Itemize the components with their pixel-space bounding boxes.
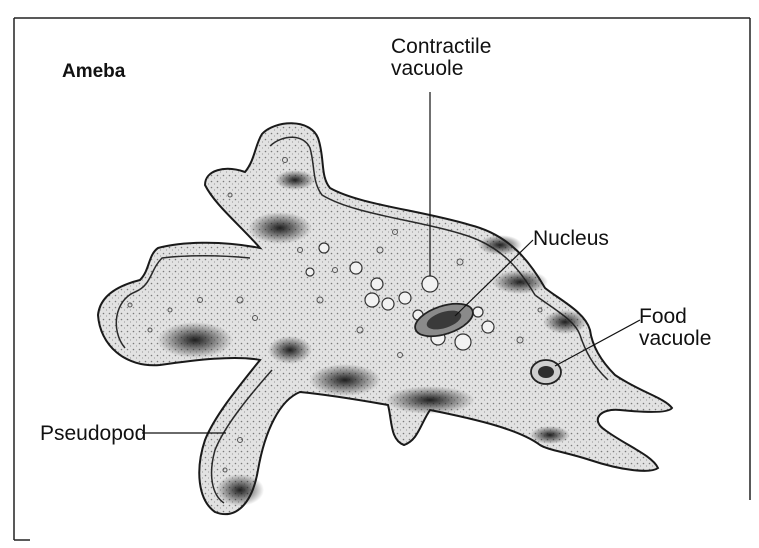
contractile-vacuole-label-line2: vacuole — [391, 58, 491, 80]
nucleus-label: Nucleus — [533, 228, 609, 250]
food-vacuole-organelle — [531, 360, 561, 384]
food-vacuole-label: Food vacuole — [639, 306, 711, 350]
pseudopod-label: Pseudopod — [40, 423, 146, 445]
contractile-vacuole-label-line1: Contractile — [391, 36, 491, 58]
diagram-title: Ameba — [62, 62, 125, 82]
food-vacuole-label-line2: vacuole — [639, 328, 711, 350]
contractile-vacuole-label: Contractile vacuole — [391, 36, 491, 80]
food-vacuole-label-line1: Food — [639, 306, 711, 328]
